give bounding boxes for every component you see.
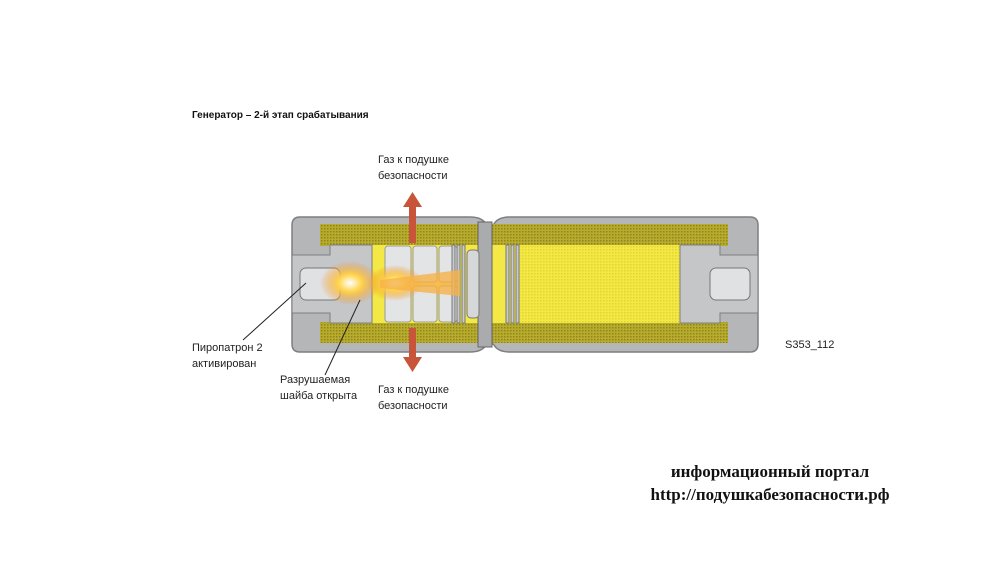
label-line: Газ к подушке [378, 384, 449, 396]
leader-disc [324, 299, 361, 376]
diagram-title: Генератор – 2-й этап срабатывания [192, 110, 369, 121]
label-line: безопасности [378, 170, 448, 182]
propellant-top [320, 224, 728, 246]
label-disc: Разрушаемая шайба открыта [280, 372, 357, 404]
label-line: Пиропатрон 2 [192, 342, 263, 354]
chamber-right [515, 245, 685, 323]
label-line: активирован [192, 358, 257, 370]
figure-id: S353_112 [785, 339, 835, 351]
center-cap [466, 249, 480, 319]
watermark-line1: информационный портал [670, 462, 870, 481]
gas-arrow-down [403, 328, 422, 372]
ignition-flash [320, 261, 460, 305]
label-gas-top: Газ к подушке безопасности [378, 152, 449, 184]
label-line: Разрушаемая [280, 374, 351, 386]
propellant-bottom [320, 322, 728, 343]
center-disc [477, 221, 493, 348]
label-line: шайба открыта [280, 390, 358, 402]
label-line: Газ к подушке [378, 154, 449, 166]
label-squib: Пиропатрон 2 активирован [192, 340, 263, 372]
gas-arrow-up [403, 192, 422, 243]
watermark-line2: http://подушкабезопасности.рф [650, 485, 890, 504]
label-gas-bottom: Газ к подушке безопасности [378, 382, 449, 414]
leader-squib [242, 282, 307, 341]
squib-1 [709, 267, 751, 301]
label-line: безопасности [378, 400, 448, 412]
